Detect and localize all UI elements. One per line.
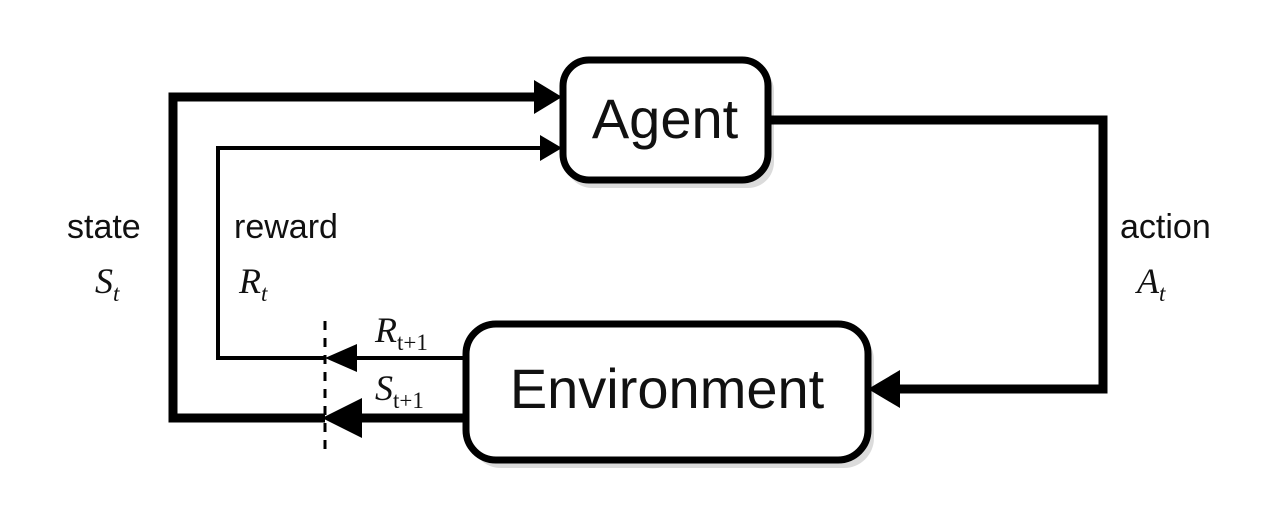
edge-state-feedback [168, 80, 562, 423]
state-arrowhead [534, 80, 562, 114]
next-state-arrowhead [322, 398, 362, 438]
agent-box[interactable] [559, 56, 772, 184]
node-agent[interactable]: Agent [559, 56, 772, 184]
edge-next-state [322, 398, 465, 438]
action-arrowhead [868, 370, 900, 408]
environment-box[interactable] [462, 320, 872, 464]
edge-next-reward [325, 344, 465, 372]
reward-word: reward [234, 208, 338, 246]
node-environment[interactable]: Environment [462, 320, 872, 464]
environment-label: Environment [510, 357, 825, 420]
state-symbol: St [95, 261, 120, 306]
label-next-state: St+1 [375, 368, 424, 413]
agent-label: Agent [592, 87, 739, 150]
edge-action [768, 115, 1108, 408]
action-word: action [1120, 208, 1211, 246]
label-action: action At [1120, 208, 1211, 306]
state-word: state [67, 208, 141, 246]
action-symbol: At [1135, 261, 1166, 306]
label-reward: reward Rt [234, 208, 338, 306]
reward-symbol: Rt [238, 261, 268, 306]
label-state: state St [67, 208, 141, 306]
label-next-reward: Rt+1 [374, 310, 428, 355]
next-reward-symbol: Rt+1 [374, 310, 428, 355]
reward-arrowhead [540, 135, 562, 161]
next-state-symbol: St+1 [375, 368, 424, 413]
edge-reward-feedback [216, 135, 562, 360]
next-reward-arrowhead [325, 344, 357, 372]
